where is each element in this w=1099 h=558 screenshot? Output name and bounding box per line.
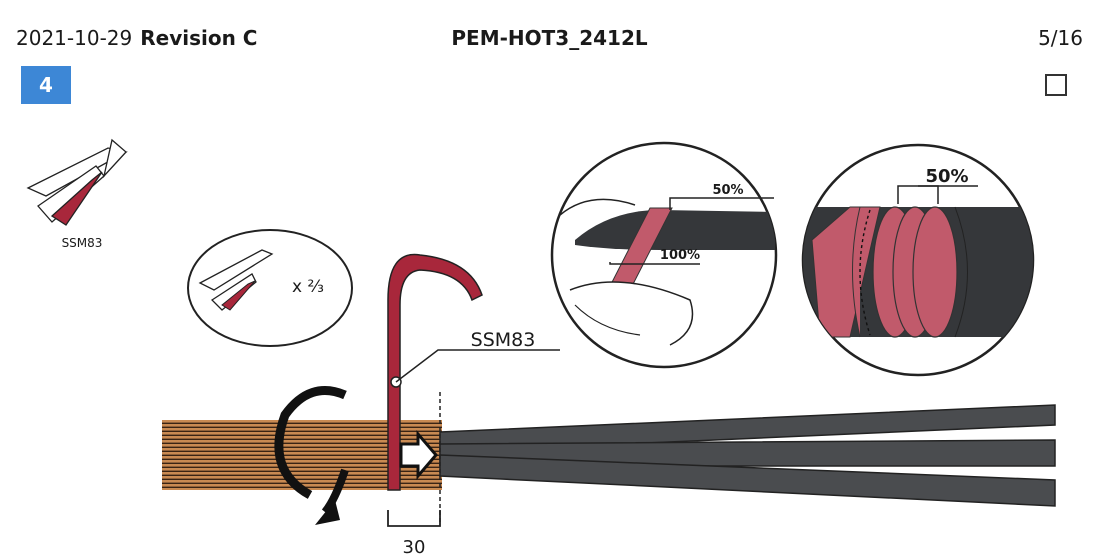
dimension-marker (387, 510, 441, 527)
step-badge: 4 (21, 66, 71, 104)
date-text: 2021-10-29 (16, 26, 133, 50)
page-number: 5/16 (1038, 26, 1083, 50)
direction-arrow-icon (399, 429, 438, 481)
document-title: PEM-HOT3_2412L (451, 26, 648, 50)
dimension-label: 30 (403, 537, 426, 558)
tape-roll-icon (26, 138, 128, 226)
overlap-100-label: 100% (660, 248, 700, 263)
tape-icon-label: SSM83 (62, 236, 103, 250)
revision-text: Revision C (140, 26, 258, 50)
cable-assembly (162, 392, 1056, 525)
quantity-label: x ⅔ (292, 277, 324, 297)
wrap-detail-circle-1 (550, 141, 778, 369)
callout-label: SSM83 (471, 329, 536, 351)
header-date: 2021-10-29 Revision C (16, 26, 257, 50)
tape-strip (387, 253, 560, 491)
overlap-50-label-1: 50% (712, 183, 743, 198)
wrap-detail-circle-2 (801, 143, 1035, 377)
quantity-callout (187, 229, 353, 347)
overlap-50-label-2: 50% (925, 166, 968, 187)
rotation-arrow-icon (274, 386, 349, 525)
step-checkbox[interactable] (1045, 74, 1067, 96)
